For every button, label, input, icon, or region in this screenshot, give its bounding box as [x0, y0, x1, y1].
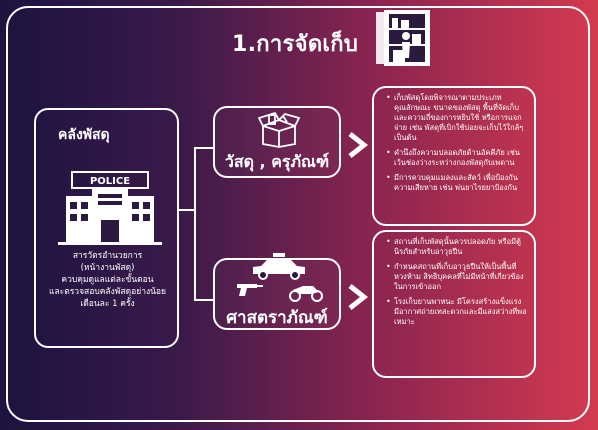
weapons-details-list: สถานที่เก็บพัสดุนั้นควรปลอดภัย หรือมีตู้… — [380, 237, 528, 327]
materials-details-box: เก็บพัสดุโดยพิจารณาตามประเภท คุณลักษณะ ข… — [372, 86, 536, 226]
police-sign-text: POLICE — [90, 176, 130, 187]
list-item: สถานที่เก็บพัสดุนั้นควรปลอดภัย หรือมีตู้… — [386, 237, 528, 257]
category-weapons-label: ศาสตราภัณฑ์ — [226, 308, 328, 328]
list-item: โรงเก็บยานพาหนะ มีโครงสร้างแข็งแรง มีอาก… — [386, 297, 528, 327]
connector-to-weapons — [179, 209, 213, 301]
outer-frame — [6, 6, 590, 422]
materials-details-list: เก็บพัสดุโดยพิจารณาตามประเภท คุณลักษณะ ข… — [380, 93, 528, 193]
page-title: 1.การจัดเก็บ — [232, 32, 359, 57]
weapons-details-box: สถานที่เก็บพัสดุนั้นควรปลอดภัย หรือมีตู้… — [372, 230, 536, 378]
warehouse-heading: คลังพัสดุ — [58, 127, 110, 143]
category-materials-label: วัสดุ , ครุภัณฑ์ — [224, 152, 330, 171]
warehouse-description: สารวัตรอำนวยการ (หน้างานพัสดุ) ควบคุมดูแ… — [48, 251, 167, 309]
connector-to-materials — [179, 147, 213, 211]
list-item: เก็บพัสดุโดยพิจารณาตามประเภท คุณลักษณะ ข… — [386, 93, 528, 143]
category-materials: วัสดุ , ครุภัณฑ์ — [213, 106, 341, 178]
warehouse-panel: คลังพัสดุ POLICE สารวัตรอำนวยการ (หน้างา… — [34, 108, 179, 348]
chevron-right-icon — [348, 284, 369, 310]
chevron-right-icon — [348, 132, 369, 158]
storage-cabinet-icon — [376, 10, 430, 66]
list-item: มีการควบคุมแมลงและสัตว์ เพื่อป้องกันความ… — [386, 173, 528, 193]
list-item: กำหนดสถานที่เก็บอาวุธปืนให้เป็นพื้นที่หว… — [386, 262, 528, 292]
box-icon — [257, 112, 301, 148]
vehicle-weapon-icon — [237, 253, 323, 302]
category-weapons: ศาสตราภัณฑ์ — [213, 253, 341, 330]
police-station-icon: POLICE — [58, 171, 162, 245]
list-item: คำนึงถึงความปลอดภัยด้านอัคคีภัย เช่น เว้… — [386, 148, 528, 168]
